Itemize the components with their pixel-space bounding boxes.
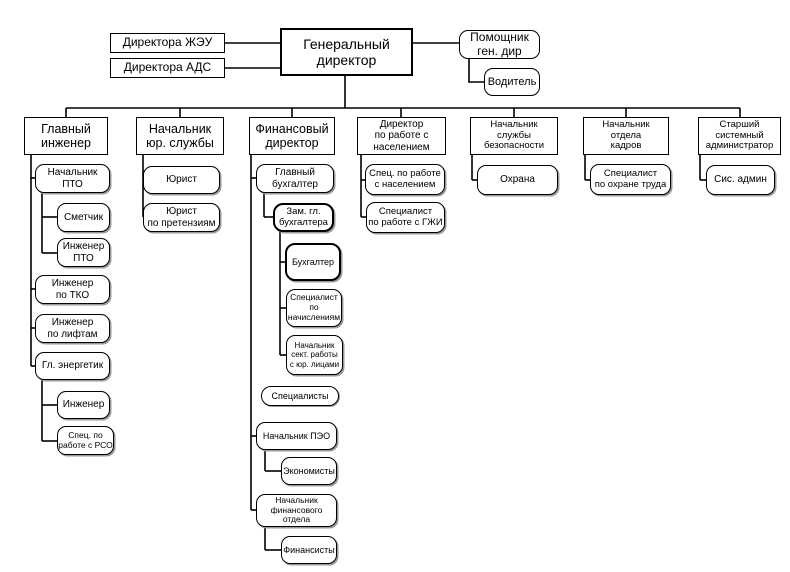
node-head-legal-entities: Начальник сект. работы с юр. лицами [286, 335, 343, 375]
node-engineer-lifts: Инженер по лифтам [35, 314, 110, 343]
node-spec-gzhi: Специалист по работе с ГЖИ [366, 202, 445, 233]
node-spec-population: Спец. по работе с населением [365, 164, 445, 195]
node-financiers: Финансисты [281, 536, 337, 564]
node-general-director: Генеральный директор [280, 28, 413, 76]
node-engineer-tko: Инженер по ТКО [35, 275, 110, 304]
node-specialists: Специалисты [261, 386, 339, 406]
node-engineer-pto: Инженер ПТО [57, 238, 110, 267]
node-head-security: Начальник службы безопасности [470, 117, 558, 155]
node-head-pto: Начальник ПТО [35, 164, 110, 193]
node-guard: Охрана [477, 165, 558, 195]
node-estimator: Сметчик [57, 203, 110, 232]
node-spec-rso: Спец. по работе с РСО [57, 426, 114, 455]
node-financial-director: Финансовый директор [249, 117, 335, 155]
node-economists: Экономисты [281, 457, 337, 485]
node-lawyer: Юрист [143, 166, 220, 194]
node-head-legal-service: Начальник юр. службы [136, 117, 224, 155]
node-directors-ads: Директора АДС [110, 58, 225, 78]
node-senior-sysadmin: Старший системный администратор [698, 117, 781, 155]
node-chief-engineer: Главный инженер [24, 117, 108, 155]
node-spec-accruals: Специалист по начислениям [286, 289, 342, 327]
node-chief-accountant: Главный бухгалтер [256, 164, 334, 193]
node-deputy-chief-accountant: Зам. гл. бухгалтера [273, 203, 334, 232]
node-head-peo: Начальник ПЭО [256, 422, 337, 450]
node-lawyer-claims: Юрист по претензиям [143, 203, 220, 232]
node-driver: Водитель [484, 68, 540, 96]
node-director-population: Директор по работе с населением [357, 117, 446, 155]
node-directors-zheu: Директора ЖЭУ [110, 33, 225, 53]
node-assistant-gen-dir: Помощник ген. дир [459, 30, 540, 59]
node-chief-energetic: Гл. энергетик [35, 352, 110, 380]
node-sysadmin: Сис. админ [706, 165, 775, 195]
node-engineer: Инженер [57, 391, 110, 419]
node-accountant: Бухгалтер [285, 243, 341, 281]
node-head-finance-dept: Начальник финансового отдела [256, 494, 337, 527]
node-head-hr: Начальник отдела кадров [583, 117, 669, 155]
node-spec-labor-safety: Специалист по охране труда [590, 164, 671, 195]
